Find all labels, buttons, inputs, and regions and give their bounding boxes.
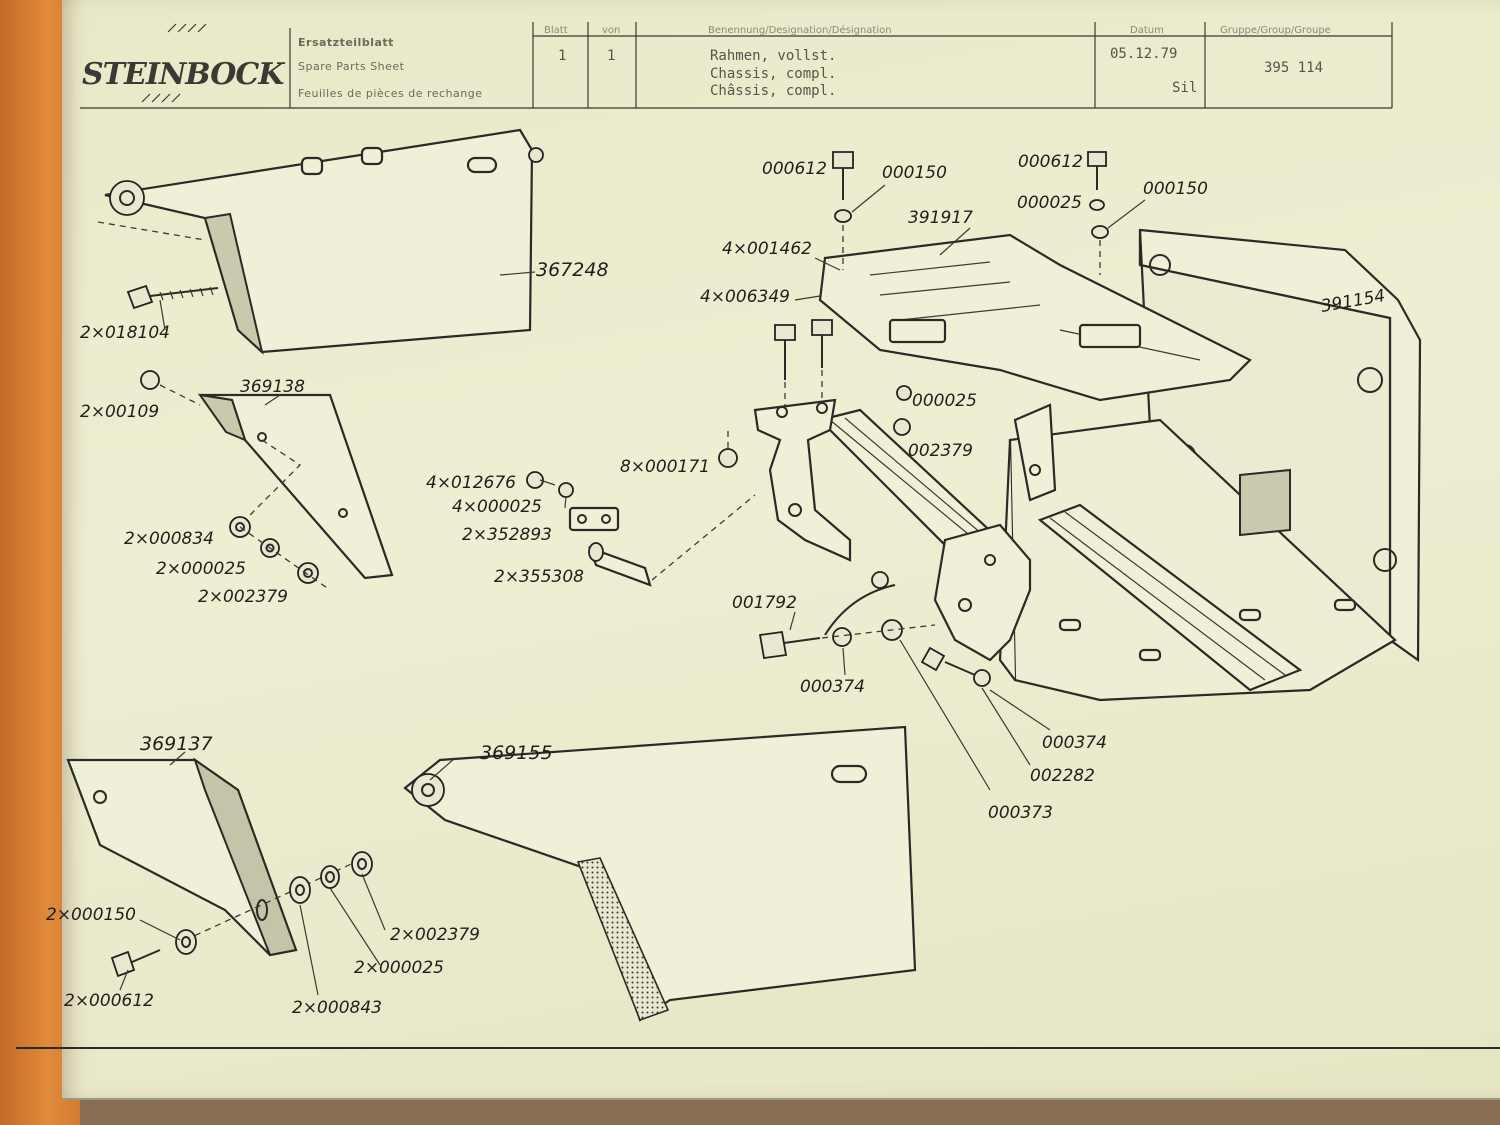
- washers-left: [229, 516, 331, 591]
- callout-label: 000373: [988, 803, 1053, 823]
- callout-label: 2×000150: [46, 905, 136, 925]
- group-label: Gruppe/Group/Groupe: [1220, 25, 1331, 36]
- callout-label: 001792: [732, 593, 797, 613]
- part-369138-bracket: [140, 370, 394, 580]
- callout-label: 000150: [882, 163, 947, 183]
- part-391917-plate: [818, 233, 1252, 402]
- callout-label: 2×002379: [198, 587, 288, 607]
- small-parts-center: [526, 430, 756, 587]
- group-value: 395 114: [1264, 60, 1323, 76]
- callout-label: 2×000834: [124, 529, 214, 549]
- date-label: Datum: [1130, 25, 1164, 36]
- callout-label: 000612: [762, 159, 827, 179]
- callout-label: 000612: [1018, 152, 1083, 172]
- callout-label: 2×000025: [156, 559, 246, 579]
- leader-lines: [119, 184, 1146, 996]
- designation-label: Benennung/Designation/Désignation: [708, 24, 892, 36]
- callout-label: 000374: [800, 677, 865, 697]
- callout-label: 4×012676: [426, 473, 516, 493]
- bolt-018104: [126, 284, 219, 310]
- col-von-value: 1: [607, 48, 615, 64]
- callout-label: 2×000612: [64, 991, 154, 1011]
- date-value: 05.12.79: [1110, 46, 1177, 62]
- callout-label: 369137: [140, 733, 213, 755]
- mount-bracket-right: [933, 403, 1057, 662]
- callout-label: 2×000843: [292, 998, 382, 1018]
- callout-label: 2×000025: [354, 958, 444, 978]
- mount-bracket-left: [753, 398, 852, 562]
- manufacturer-logo: STEINBOCK: [82, 57, 286, 92]
- date-sub: Sil: [1172, 80, 1197, 96]
- callout-label: 4×000025: [452, 497, 542, 517]
- callout-label: 2×352893: [462, 525, 552, 545]
- top-bolts: [774, 151, 1109, 436]
- designation-en: Chassis, compl.: [710, 66, 836, 82]
- lower-bolts: [758, 619, 1051, 791]
- callout-label: 2×002379: [390, 925, 480, 945]
- callout-label: 2×355308: [494, 567, 584, 587]
- callout-label: 002379: [908, 441, 973, 461]
- cable-and-pins: [824, 571, 896, 636]
- callout-label: 2×018104: [80, 323, 170, 343]
- callout-label: 367248: [536, 259, 609, 281]
- col-blatt-value: 1: [558, 48, 566, 64]
- callout-label: 000025: [912, 391, 977, 411]
- callout-label: 4×001462: [722, 239, 812, 259]
- callout-label: 391917: [908, 208, 973, 228]
- col-blatt-label: Blatt: [544, 25, 568, 36]
- sheet-title-fr: Feuilles de pièces de rechange: [298, 87, 483, 100]
- callout-label: 369138: [240, 377, 305, 397]
- sheet-title-de: Ersatzteilblatt: [298, 36, 394, 49]
- logo-mark: [141, 23, 207, 103]
- title-block: STEINBOCK Ersatzteilblatt Spare Parts Sh…: [80, 22, 1393, 109]
- callout-label: 002282: [1030, 766, 1095, 786]
- designation-de: Rahmen, vollst.: [710, 48, 836, 64]
- callout-label: 000374: [1042, 733, 1107, 753]
- designation-fr: Châssis, compl.: [710, 83, 836, 99]
- sheet-title-en: Spare Parts Sheet: [298, 60, 405, 73]
- washers-bottom: [110, 851, 373, 978]
- callout-label: 000150: [1143, 179, 1208, 199]
- callout-labels: 000612 000150 000612 000025 000150 39191…: [46, 152, 1387, 1018]
- callout-label: 4×006349: [700, 287, 790, 307]
- callout-label: 000025: [1017, 193, 1082, 213]
- part-367248-cover: [97, 128, 544, 355]
- part-369155-cover: [403, 725, 917, 1022]
- callout-label: 369155: [480, 742, 553, 764]
- callout-label: 8×000171: [620, 457, 710, 477]
- col-von-label: von: [602, 25, 620, 36]
- part-369137-bracket: [66, 757, 361, 957]
- callout-label: 2×00109: [80, 402, 159, 422]
